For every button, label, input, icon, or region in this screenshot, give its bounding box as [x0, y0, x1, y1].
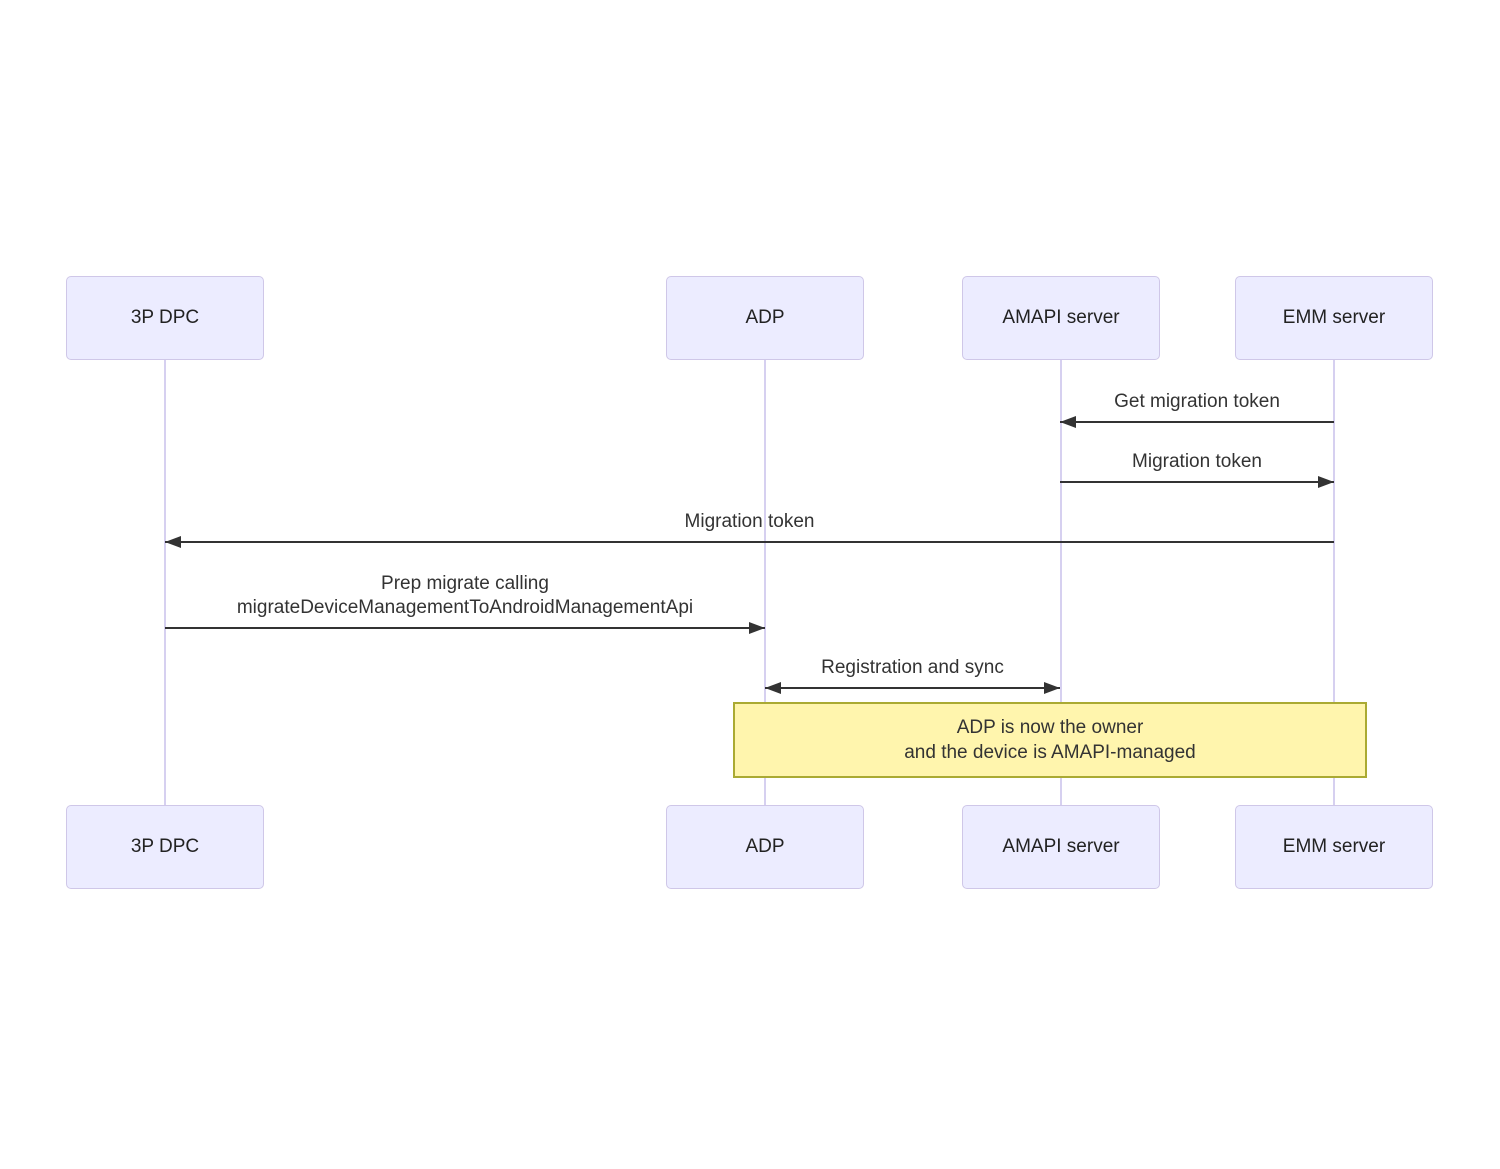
arrowhead-right-icon	[749, 622, 765, 634]
message-label-registration-and-sync: Registration and sync	[821, 657, 1004, 678]
lifeline-3p-dpc	[164, 360, 166, 806]
lifeline-amapi-server	[1060, 360, 1062, 806]
actor-label: AMAPI server	[1002, 307, 1120, 328]
lifeline-adp	[764, 360, 766, 806]
message-label-migration-token-long: Migration token	[684, 511, 815, 532]
message-label-prep-migrate-line1: Prep migrate calling	[381, 573, 549, 594]
note-text-line1: ADP is now the owner	[956, 717, 1144, 738]
arrowhead-left-icon	[165, 536, 181, 548]
actor-label: EMM server	[1282, 836, 1386, 857]
message-label-get-migration-token: Get migration token	[1114, 391, 1280, 412]
actor-label: EMM server	[1282, 307, 1386, 328]
actor-emm-server-top: EMM server	[1235, 276, 1433, 360]
message-line	[165, 627, 765, 629]
actor-3p-dpc-bottom: 3P DPC	[66, 805, 264, 889]
message-label-prep-migrate-line2: migrateDeviceManagementToAndroidManageme…	[236, 597, 694, 618]
actor-label: ADP	[745, 307, 785, 328]
actor-amapi-server-bottom: AMAPI server	[962, 805, 1160, 889]
note-text-line2: and the device is AMAPI-managed	[904, 742, 1196, 763]
arrowhead-left-icon	[765, 682, 781, 694]
message-line	[1060, 481, 1334, 483]
actor-adp-top: ADP	[666, 276, 864, 360]
actor-adp-bottom: ADP	[666, 805, 864, 889]
actor-3p-dpc-top: 3P DPC	[66, 276, 264, 360]
arrowhead-left-icon	[1060, 416, 1076, 428]
arrowhead-right-icon	[1044, 682, 1060, 694]
actor-amapi-server-top: AMAPI server	[962, 276, 1160, 360]
lifeline-emm-server	[1333, 360, 1335, 806]
actor-label: 3P DPC	[130, 307, 200, 328]
actor-label: ADP	[745, 836, 785, 857]
actor-label: 3P DPC	[130, 836, 200, 857]
message-label-migration-token: Migration token	[1132, 451, 1262, 472]
actor-emm-server-bottom: EMM server	[1235, 805, 1433, 889]
arrowhead-right-icon	[1318, 476, 1334, 488]
message-line	[765, 687, 1060, 689]
message-line	[1060, 421, 1334, 423]
message-line	[165, 541, 1334, 543]
note-box: ADP is now the owner and the device is A…	[733, 702, 1367, 778]
actor-label: AMAPI server	[1002, 836, 1120, 857]
